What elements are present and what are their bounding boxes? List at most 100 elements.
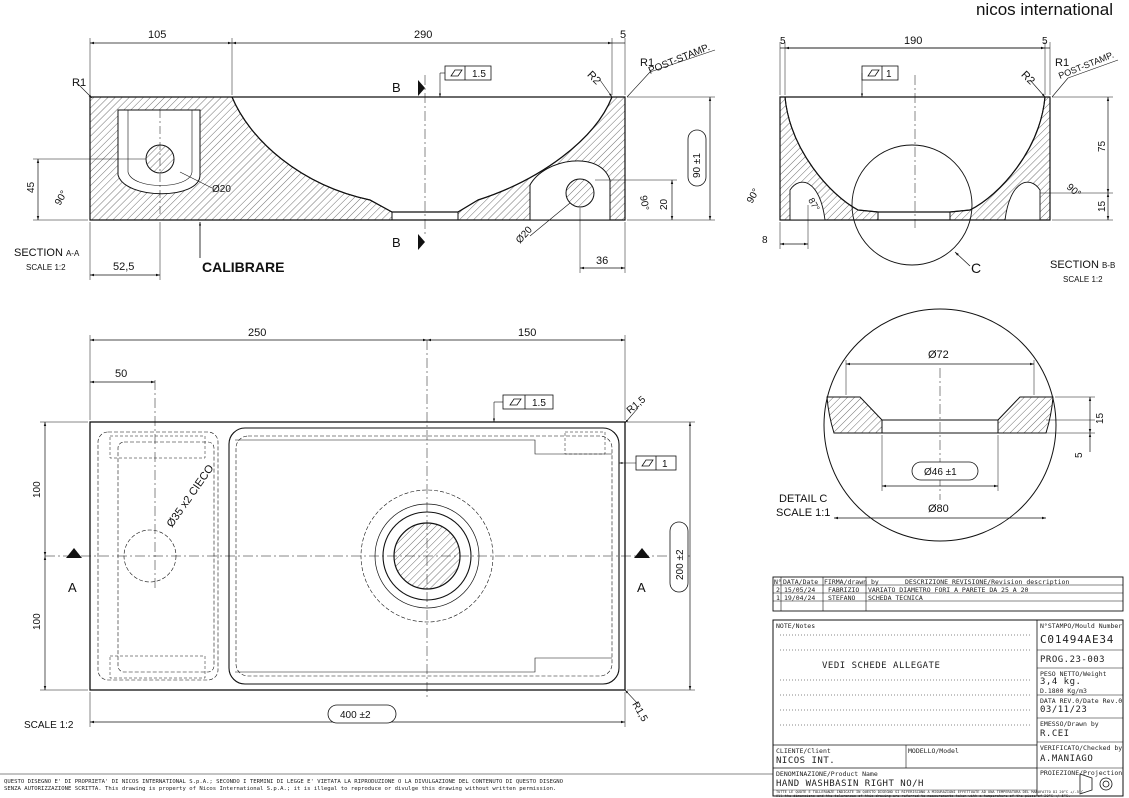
product-label: DENOMINAZIONE/Product Name xyxy=(776,770,878,778)
rev-header-drawn: FIRMA/drawn by xyxy=(824,578,879,586)
mould-number: C01494AE34 xyxy=(1040,633,1115,646)
depth-tolerance: 90 ±1 xyxy=(692,153,703,178)
right-flatness-value: 1 xyxy=(662,459,668,470)
section-aa-scale: SCALE 1:2 xyxy=(26,263,66,272)
bb-flatness-value: 1 xyxy=(886,69,892,80)
client-label: CLIENTE/Client xyxy=(776,747,831,755)
rev-row-2-no: 2 xyxy=(776,586,780,594)
section-aa-title: SECTION A-A xyxy=(14,247,80,259)
top-view-labels: 250 150 50 R1,5 R1,5 1.5 1 100 100 200 ±… xyxy=(24,327,686,731)
checked-label: VERIFICATO/Checked by xyxy=(1040,744,1123,752)
rev-date-value: 03/11/23 xyxy=(1040,705,1088,715)
dim-50: 50 xyxy=(115,368,127,380)
radius-r1-left: R1 xyxy=(72,77,86,89)
radius-r15-bottom: R1,5 xyxy=(629,700,649,724)
flatness-value: 1.5 xyxy=(472,69,486,80)
detail-c-view xyxy=(823,308,1095,542)
notes-text: VEDI SCHEDE ALLEGATE xyxy=(822,661,941,671)
rev-header-desc: DESCRIZIONE REVISIONE/Revision descripti… xyxy=(905,578,1070,586)
bb-dim-15: 15 xyxy=(1097,200,1108,212)
dim-20-height: 20 xyxy=(659,198,670,210)
weight-value: 3,4 kg. xyxy=(1040,677,1082,687)
rev-row-1-date: 19/04/24 xyxy=(784,594,816,602)
section-cut-a-left: A xyxy=(68,580,77,595)
radius-r1-right: R1 xyxy=(640,57,654,69)
client-value: NICOS INT. xyxy=(776,756,836,766)
dim-100-top: 100 xyxy=(32,481,43,498)
dim-100-bottom: 100 xyxy=(32,613,43,630)
mould-label: N°STAMPO/Mould Number xyxy=(1040,622,1123,630)
dim-150: 150 xyxy=(518,327,536,339)
prog-number: PROG.23-003 xyxy=(1040,655,1106,665)
title-block-frame xyxy=(0,576,1124,797)
radius-r15-top: R1,5 xyxy=(625,394,649,416)
dim-5-right: 5 xyxy=(620,29,626,41)
dim-36: 36 xyxy=(596,255,608,267)
calibrate-note: CALIBRARE xyxy=(202,259,284,275)
hole-diameter-left: Ø20 xyxy=(212,184,231,195)
top-flatness-value: 1.5 xyxy=(532,398,546,409)
detail-c-title: DETAIL C xyxy=(779,493,827,505)
brand-logo: nicos international xyxy=(975,0,1113,19)
drawn-label: EMESSO/Drawn by xyxy=(1040,720,1099,728)
section-cut-b-top: B xyxy=(392,80,401,95)
product-value: HAND WASHBASIN RIGHT NO/H xyxy=(776,779,924,789)
bb-radius-r1: R1 xyxy=(1055,57,1069,69)
section-aa-view xyxy=(33,38,716,280)
detail-c-callout: C xyxy=(971,260,981,276)
section-bb-view xyxy=(779,42,1119,267)
detail-dim-15: 15 xyxy=(1095,412,1106,424)
bb-dim-190: 190 xyxy=(904,35,922,47)
rev-row-2-date: 15/05/24 xyxy=(784,586,816,594)
top-plan-view xyxy=(40,335,695,727)
detail-dim-80: Ø80 xyxy=(928,503,949,515)
dim-45: 45 xyxy=(26,181,37,193)
dim-400-tolerance: 400 ±2 xyxy=(340,710,371,721)
blind-hole-label: Ø35 x2 CIECO xyxy=(165,462,217,529)
section-cut-a-right: A xyxy=(637,580,646,595)
bb-dim-75: 75 xyxy=(1097,140,1108,152)
angle-90-left: 90° xyxy=(53,189,70,208)
model-label: MODELLO/Model xyxy=(908,747,959,755)
tolerance-note-en: All the dimensions and the tolerances of… xyxy=(776,794,1071,798)
density-value: D.1800 Kg/m3 xyxy=(1040,687,1087,695)
projection-label: PROIEZIONE/Projection xyxy=(1040,769,1123,777)
bb-dim-5-right: 5 xyxy=(1042,36,1048,47)
bb-angle-90-left: 90° xyxy=(745,187,762,206)
post-stamp-label: POST-STAMP. xyxy=(647,42,712,77)
tolerance-note-it: TUTTE LE QUOTE E TOLLERANZE INDICATE IN … xyxy=(776,790,1086,794)
rev-row-1-desc: SCHEDA TECNICA xyxy=(868,594,923,602)
bb-dim-8: 8 xyxy=(762,235,768,246)
detail-dim-5: 5 xyxy=(1074,452,1085,458)
rev-date-label: DATA REV.0/Date Rev.0 xyxy=(1040,697,1123,705)
bb-angle-90-right: 90° xyxy=(1064,182,1083,200)
footer-line-1: QUESTO DISEGNO E' DI PROPRIETA' DI NICOS… xyxy=(4,779,564,785)
rev-row-1-drawn: STEFANO xyxy=(828,594,856,602)
dim-290: 290 xyxy=(414,29,432,41)
rev-row-2-desc: VARIATO DIAMETRO FORI A PARETE DA 25 A 2… xyxy=(868,586,1029,594)
weight-label: PESO NETTO/Weight xyxy=(1040,670,1107,678)
top-view-scale: SCALE 1:2 xyxy=(24,720,74,731)
angle-90-right: 90° xyxy=(637,195,650,212)
checked-value: A.MANIAGO xyxy=(1040,754,1094,764)
rev-row-2-drawn: FABRIZIO xyxy=(828,586,860,594)
section-cut-b-bottom: B xyxy=(392,235,401,250)
section-bb-title: SECTION B-B xyxy=(1050,259,1115,271)
rev-row-1-no: 1 xyxy=(776,594,780,602)
dim-200-tolerance: 200 ±2 xyxy=(675,549,686,580)
detail-c-labels: Ø72 Ø46 ±1 Ø80 15 5 DETAIL C SCALE 1:1 xyxy=(776,349,1106,519)
rev-header-no: N° xyxy=(774,578,782,586)
bb-dim-5-left: 5 xyxy=(780,36,786,47)
dim-52-5: 52,5 xyxy=(113,261,134,273)
drawn-value: R.CEI xyxy=(1040,729,1070,739)
radius-r2-right: R2 xyxy=(585,69,603,87)
notes-label: NOTE/Notes xyxy=(776,622,816,630)
detail-c-scale: SCALE 1:1 xyxy=(776,507,830,519)
dim-105: 105 xyxy=(148,29,166,41)
detail-dim-72: Ø72 xyxy=(928,349,949,361)
rev-header-date: DATA/Date xyxy=(783,578,819,586)
copyright-footer: QUESTO DISEGNO E' DI PROPRIETA' DI NICOS… xyxy=(4,779,563,793)
detail-dim-46: Ø46 ±1 xyxy=(924,467,957,478)
